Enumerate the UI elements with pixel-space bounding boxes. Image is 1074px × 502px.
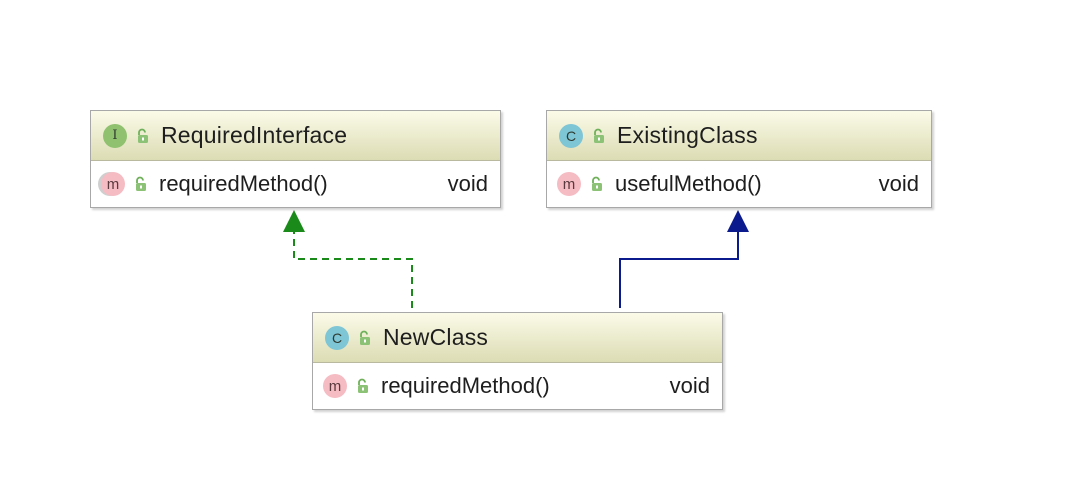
- method-name: requiredMethod(): [381, 373, 550, 398]
- generalization-arrowhead: [727, 210, 749, 232]
- method-icon: m: [557, 172, 581, 196]
- new-class-node[interactable]: C NewClass m requiredMethod() void: [312, 312, 723, 410]
- node-title: RequiredInterface: [161, 122, 348, 148]
- method-row[interactable]: m requiredMethod() void: [91, 161, 500, 207]
- class-icon: C: [559, 123, 583, 148]
- open-lock-icon: [138, 128, 148, 143]
- node-title: NewClass: [383, 324, 489, 350]
- open-lock-icon: [594, 128, 604, 143]
- method-row[interactable]: m requiredMethod() void: [313, 363, 722, 409]
- method-icon: m: [323, 374, 347, 398]
- generalization-edge: [619, 210, 749, 308]
- interface-icon: I: [103, 123, 127, 148]
- required-interface-node[interactable]: I RequiredInterface m requiredMethod() v…: [90, 110, 501, 208]
- method-name: requiredMethod(): [159, 171, 328, 196]
- node-title: ExistingClass: [617, 122, 758, 148]
- open-lock-icon: [358, 378, 368, 393]
- class-icon: C: [325, 325, 349, 350]
- realization-edge: [283, 210, 413, 308]
- method-name: usefulMethod(): [615, 171, 762, 196]
- method-return-type: void: [669, 373, 710, 398]
- open-lock-icon: [360, 330, 370, 345]
- method-return-type: void: [447, 171, 488, 196]
- node-header: C NewClass: [313, 313, 722, 363]
- method-row[interactable]: m usefulMethod() void: [547, 161, 931, 207]
- method-return-type: void: [878, 171, 919, 196]
- method-icon: m: [101, 172, 125, 196]
- node-header: I RequiredInterface: [91, 111, 500, 161]
- realization-arrowhead: [283, 210, 305, 232]
- existing-class-node[interactable]: C ExistingClass m usefulMethod() void: [546, 110, 932, 208]
- open-lock-icon: [136, 176, 146, 191]
- node-header: C ExistingClass: [547, 111, 931, 161]
- open-lock-icon: [592, 176, 602, 191]
